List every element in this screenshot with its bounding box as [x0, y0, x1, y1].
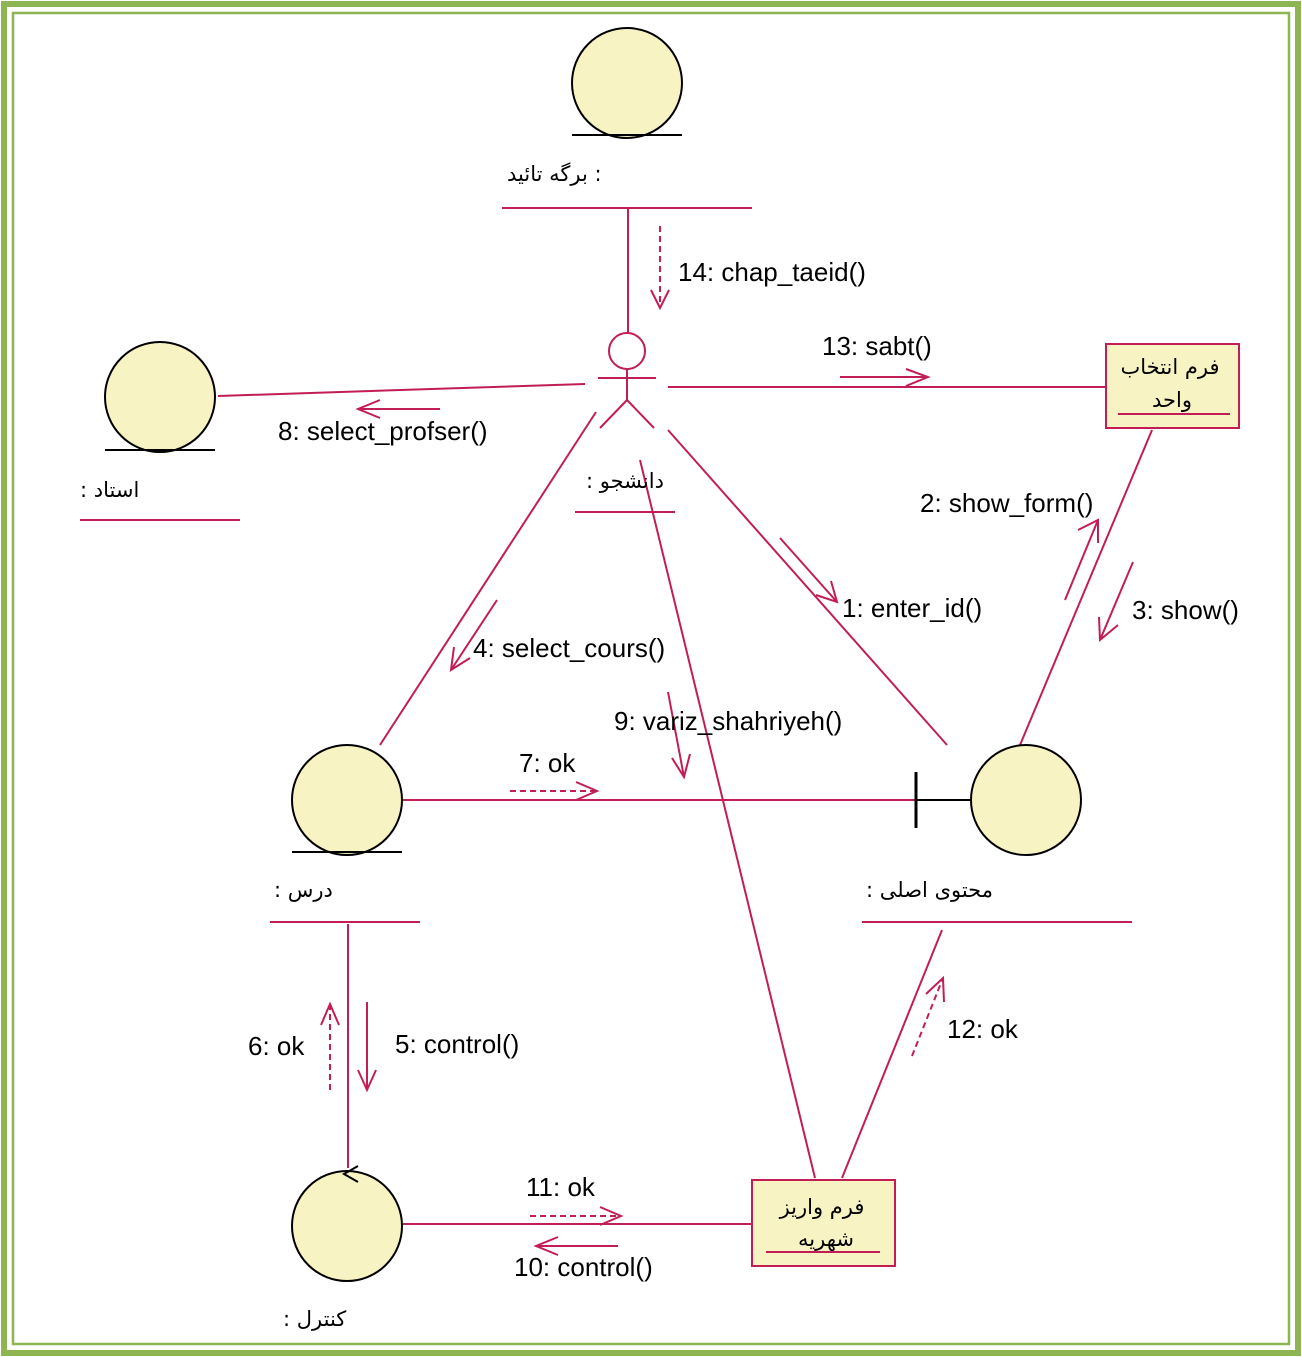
link-student-paymentform[interactable] — [639, 459, 816, 1179]
control-arrow-icon — [341, 1165, 359, 1183]
association-links — [217, 208, 1153, 1225]
arrow-9 — [667, 691, 691, 780]
entity-circle-icon — [571, 27, 683, 139]
message-label-6: 6: ok — [248, 1031, 305, 1061]
entity-professor[interactable]: : استاد — [80, 341, 240, 521]
form-title-line1: فرم انتخاب — [1120, 355, 1219, 379]
arrow-3 — [1098, 561, 1134, 643]
message-label-12: 12: ok — [947, 1014, 1019, 1044]
message-label-14: 14: chap_taeid() — [678, 257, 866, 287]
message-label-5: 5: control() — [395, 1029, 519, 1059]
arrow-2 — [1064, 518, 1099, 601]
message-label-3: 3: show() — [1132, 595, 1239, 625]
arrow-14 — [650, 226, 670, 311]
boundary-main-content[interactable]: : محتوی اصلی — [862, 744, 1132, 923]
arrow-4 — [449, 599, 498, 672]
entity-course[interactable]: : درس — [270, 744, 420, 923]
link-selectionform-main[interactable] — [1019, 429, 1153, 746]
actor-leg-right-icon — [626, 399, 655, 429]
control-object[interactable]: : کنترل — [283, 1165, 403, 1331]
link-student-course[interactable] — [379, 411, 597, 746]
form-tuition-payment[interactable]: فرم واریز شهریه — [751, 1179, 896, 1267]
form-course-selection[interactable]: فرم انتخاب واحد — [1105, 343, 1240, 429]
message-labels: 14: chap_taeid() 13: sabt() 8: select_pr… — [248, 257, 1239, 1282]
entity-circle-icon — [291, 744, 403, 856]
form-box — [751, 1179, 896, 1267]
object-label-student: : دانشجو — [586, 469, 664, 493]
actor-leg-left-icon — [599, 399, 628, 429]
boundary-circle-icon — [970, 744, 1082, 856]
message-label-11: 11: ok — [526, 1172, 596, 1202]
message-label-4: 4: select_cours() — [473, 633, 665, 663]
message-label-13: 13: sabt() — [822, 331, 932, 361]
arrow-7 — [510, 781, 600, 801]
message-label-1: 1: enter_id() — [842, 593, 982, 623]
link-student-main[interactable] — [667, 429, 948, 746]
arrow-6 — [320, 1001, 340, 1090]
arrow-10 — [533, 1236, 618, 1256]
frame-inner-border — [11, 11, 1291, 1346]
arrow-11 — [530, 1206, 624, 1226]
message-label-8: 8: select_profser() — [278, 416, 488, 446]
entity-confirmation-sheet[interactable]: : برگه تائید — [502, 27, 752, 209]
form-title-line1: فرم واریز — [779, 1195, 865, 1219]
arrow-12 — [911, 975, 945, 1057]
message-arrows — [320, 226, 1134, 1256]
actor-head-icon — [608, 332, 646, 370]
arrow-5 — [357, 1002, 377, 1093]
object-label-confirmation: : برگه تائید — [507, 162, 602, 186]
message-label-2: 2: show_form() — [920, 488, 1093, 518]
object-label-control: : کنترل — [283, 1307, 346, 1331]
object-label-course: : درس — [274, 878, 333, 902]
form-title-line2: شهریه — [798, 1227, 854, 1251]
arrow-8 — [355, 399, 440, 419]
form-title-line2: واحد — [1152, 388, 1192, 412]
arrow-1 — [779, 537, 839, 604]
object-label-main: : محتوی اصلی — [866, 878, 993, 902]
message-label-10: 10: control() — [514, 1252, 653, 1282]
actor-student[interactable]: : دانشجو — [575, 332, 675, 513]
link-paymentform-main[interactable] — [841, 929, 943, 1179]
message-label-7: 7: ok — [519, 748, 576, 778]
arrow-13 — [840, 368, 931, 387]
control-circle-icon — [291, 1170, 403, 1282]
link-student-professor[interactable] — [217, 383, 586, 397]
message-label-9: 9: variz_shahriyeh() — [614, 706, 842, 736]
object-label-professor: : استاد — [80, 478, 139, 502]
entity-circle-icon — [104, 341, 216, 453]
